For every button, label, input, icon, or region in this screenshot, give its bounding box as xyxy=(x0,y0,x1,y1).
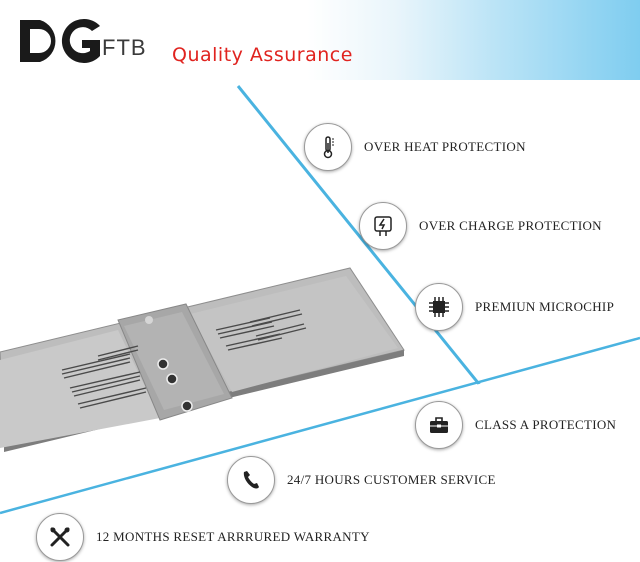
phone-icon xyxy=(227,456,275,504)
feature-microchip: PREMIUN MICROCHIP xyxy=(415,283,614,331)
header-banner: FTB Quality Assurance xyxy=(0,0,640,80)
charger-plug-icon xyxy=(359,202,407,250)
quality-assurance-tagline: Quality Assurance xyxy=(172,44,353,66)
feature-label: OVER HEAT PROTECTION xyxy=(364,139,526,154)
battery-pack xyxy=(0,267,405,452)
feature-class-a: CLASS A PROTECTION xyxy=(415,401,616,449)
feature-warranty: 12 MONTHS RESET ARRRURED WARRANTY xyxy=(36,513,370,561)
feature-label: PREMIUN MICROCHIP xyxy=(475,299,615,314)
feature-overcharge: OVER CHARGE PROTECTION xyxy=(359,202,602,250)
accent-line-upper xyxy=(236,85,502,411)
microchip-icon xyxy=(415,283,463,331)
feature-label: 24/7 HOURS CUSTOMER SERVICE xyxy=(287,472,496,487)
rivet xyxy=(181,400,193,412)
dg-logo xyxy=(20,18,100,63)
accent-line-lower xyxy=(0,336,640,515)
rivet xyxy=(157,358,169,370)
feature-label: 12 MONTHS RESET ARRRURED WARRANTY xyxy=(96,529,370,544)
tools-icon xyxy=(36,513,84,561)
feature-customer-service: 24/7 HOURS CUSTOMER SERVICE xyxy=(227,456,496,504)
feature-overheat: OVER HEAT PROTECTION xyxy=(304,123,526,171)
feature-label: OVER CHARGE PROTECTION xyxy=(419,218,602,233)
brand-suffix: FTB xyxy=(102,35,147,60)
toolbox-icon xyxy=(415,401,463,449)
barcode-labels xyxy=(61,309,307,409)
thermometer-icon xyxy=(304,123,352,171)
feature-label: CLASS A PROTECTION xyxy=(475,417,617,432)
rivet xyxy=(166,373,178,385)
